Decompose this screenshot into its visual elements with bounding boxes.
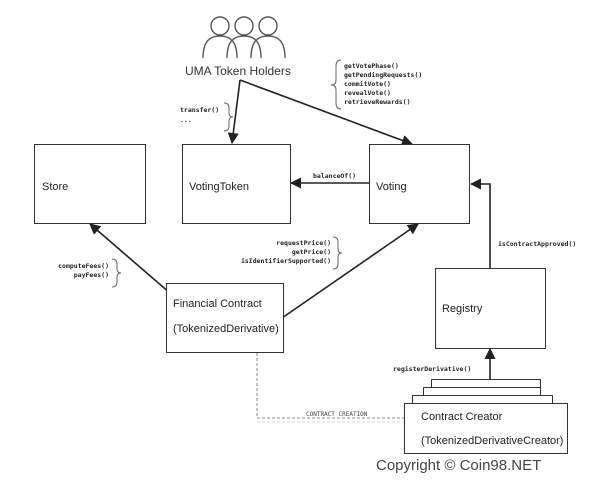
call-get-price: getPrice() (291, 248, 331, 256)
arrow-holders-to-voting (239, 79, 414, 146)
call-transfer: transfer() (180, 106, 220, 114)
contract-creator-sublabel: (TokenizedDerivativeCreator) (421, 435, 564, 447)
call-reveal-vote: revealVote() (344, 89, 391, 97)
call-get-pending-requests: getPendingRequests() (344, 71, 423, 79)
arrow-registry-to-voting (469, 178, 491, 268)
brace-voting-calls (330, 59, 342, 110)
arrow-holders-to-votingtoken (227, 79, 241, 145)
registry-label: Registry (442, 303, 483, 315)
arrow-financial-to-store (89, 223, 171, 294)
copyright-watermark: Copyright © Coin98.NET (376, 457, 542, 474)
call-is-contract-approved: isContractApproved() (498, 240, 577, 248)
contract-creator-box: Contract Creator (TokenizedDerivativeCre… (404, 403, 568, 454)
contract-creator-label: Contract Creator (421, 411, 503, 423)
voting-token-box: VotingToken (182, 144, 291, 224)
store-label: Store (42, 181, 69, 193)
call-compute-fees: computeFees() (58, 262, 109, 270)
brace-fees (111, 258, 122, 288)
voting-box: Voting (369, 144, 470, 224)
call-commit-vote: commitVote() (344, 80, 391, 88)
call-retrieve-rewards: retrieveRewards() (344, 98, 411, 106)
voting-token-label: VotingToken (189, 181, 249, 193)
brace-request-price (332, 236, 343, 270)
arrow-contract-creation (257, 343, 420, 419)
financial-contract-box: Financial Contract (TokenizedDerivative) (166, 283, 284, 353)
call-pay-fees: payFees() (73, 271, 109, 279)
call-register-derivative: registerDerivative() (393, 365, 472, 373)
arrow-financial-to-voting (281, 223, 419, 319)
contract-creation-label: CONTRACT CREATION (306, 411, 368, 418)
call-balance-of: balanceOf() (313, 172, 357, 180)
people-icon (202, 16, 286, 59)
store-box: Store (34, 144, 146, 224)
uma-token-holders-label: UMA Token Holders (185, 64, 291, 78)
financial-contract-label: Financial Contract (173, 298, 262, 310)
brace-transfer (223, 102, 234, 132)
registry-box: Registry (435, 268, 546, 349)
call-is-identifier-supported: isIdentifierSupported() (240, 257, 331, 265)
voting-label: Voting (376, 181, 407, 193)
call-ellipsis: ... (180, 116, 192, 124)
call-get-vote-phase: getVotePhase() (344, 62, 399, 70)
financial-contract-sublabel: (TokenizedDerivative) (173, 323, 279, 335)
call-request-price: requestPrice() (276, 239, 331, 247)
